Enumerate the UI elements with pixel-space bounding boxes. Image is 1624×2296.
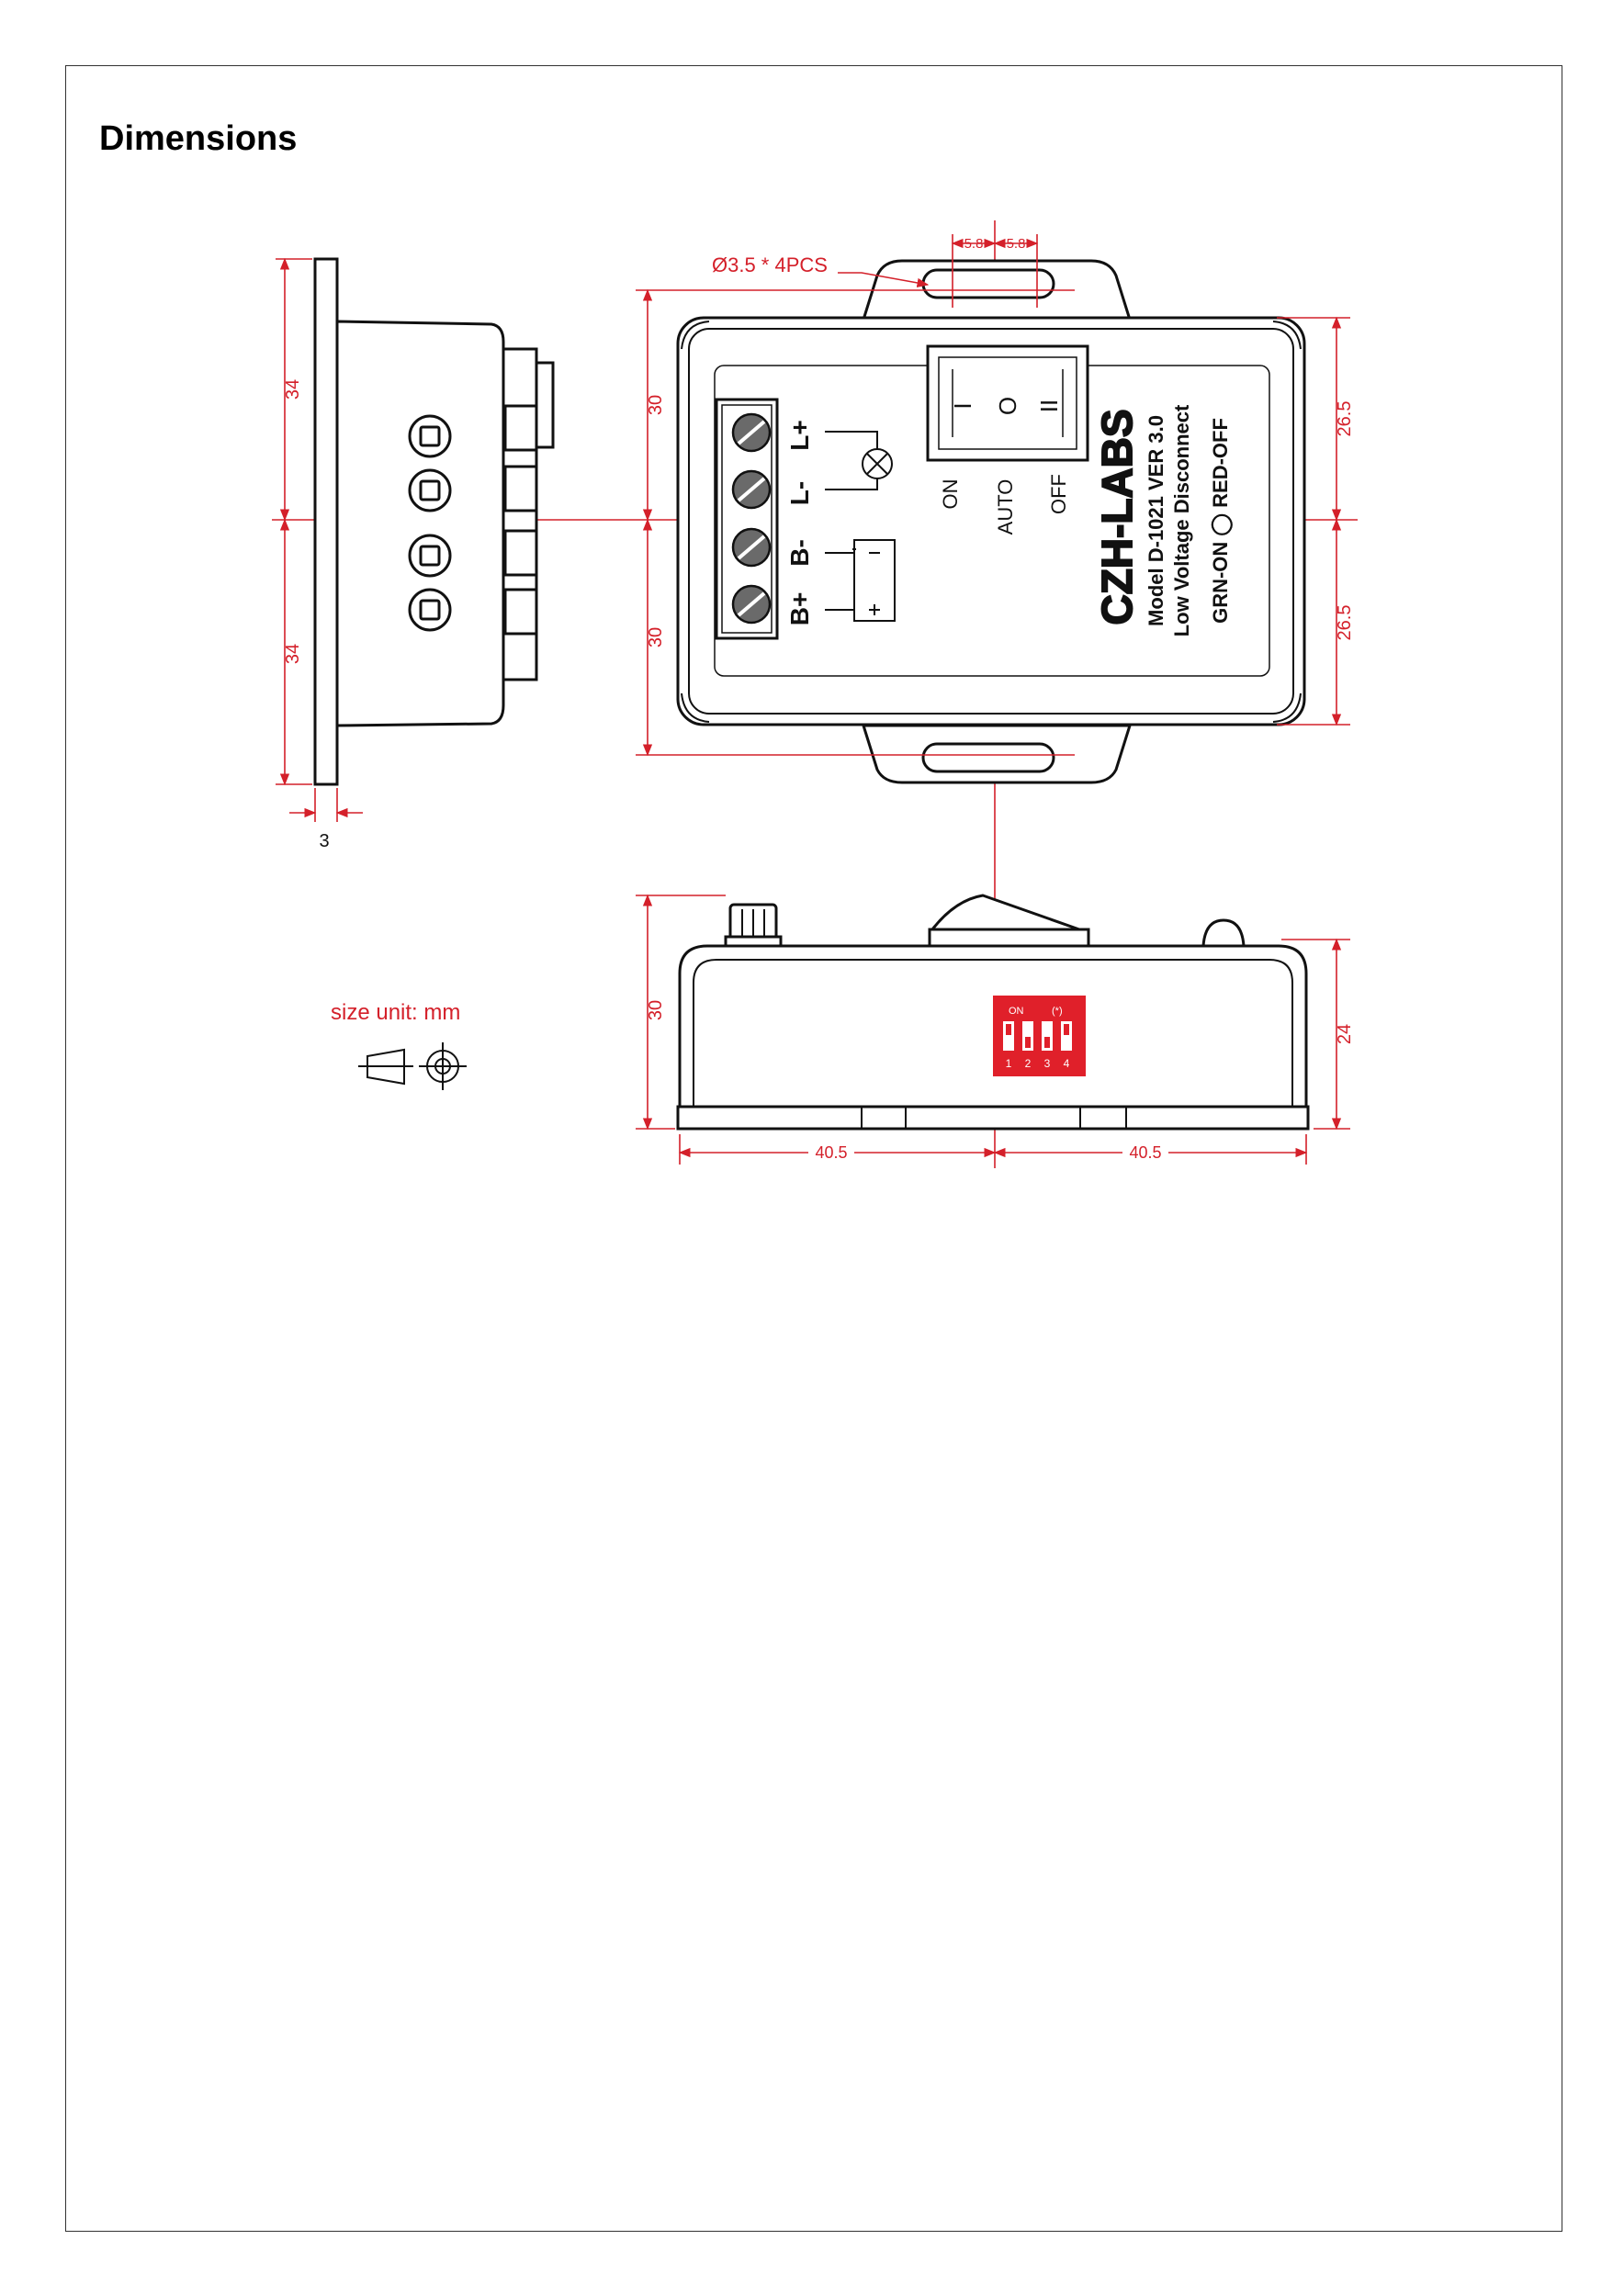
switch-label-on: ON xyxy=(939,479,962,510)
corner-fillets xyxy=(681,321,1302,723)
front-dim-upper: 30 xyxy=(646,395,666,415)
switch-sym-right: II xyxy=(1035,400,1063,412)
rocker-switch xyxy=(926,344,1089,462)
dip-num-1: 1 xyxy=(1006,1057,1012,1070)
terminal-b-plus: B+ xyxy=(785,592,814,626)
terminal-b-minus: B- xyxy=(785,539,814,567)
side-screw-blocks xyxy=(503,404,538,636)
bottom-view: ON (*) 1 2 3 4 40.5 40.5 30 24 xyxy=(636,894,1355,1165)
dip-num-3: 3 xyxy=(1044,1057,1051,1070)
terminal-block xyxy=(715,398,779,640)
unit-text: size unit: mm xyxy=(331,1000,460,1025)
dip-switch xyxy=(991,994,1088,1078)
front-dim-lower: 30 xyxy=(646,627,666,647)
front-dim-right-lower: 26.5 xyxy=(1335,605,1355,641)
bottom-dim-height: 30 xyxy=(646,1000,666,1020)
side-terminal-circles xyxy=(408,414,452,632)
projection-symbol-icon xyxy=(358,1042,467,1090)
dip-num-2: 2 xyxy=(1025,1057,1032,1070)
bottom-dim-right: 24 xyxy=(1335,1024,1355,1044)
front-view: B+ B- L- L+ I O II O xyxy=(636,234,1355,784)
switch-label-off: OFF xyxy=(1047,474,1070,514)
dip-star-label: (*) xyxy=(1052,1006,1063,1017)
led-status-text: GRN-ON ◯ RED-OFF xyxy=(1209,418,1233,624)
product-name-text: Low Voltage Disconnect xyxy=(1170,404,1193,636)
front-dim-right-upper: 26.5 xyxy=(1335,401,1355,437)
switch-label-auto: AUTO xyxy=(994,479,1017,535)
page-title: Dimensions xyxy=(99,119,298,158)
switch-sym-mid: O xyxy=(994,397,1021,415)
side-dim-thickness: 3 xyxy=(319,831,329,851)
bottom-dim-right-width: 40.5 xyxy=(1129,1143,1161,1162)
switch-sym-left: I xyxy=(949,402,976,409)
side-view: 34 34 3 xyxy=(276,257,555,851)
lamp-icon xyxy=(825,431,893,490)
brand-logo-text: CZH-LABS xyxy=(1093,409,1141,625)
page-frame xyxy=(65,65,1562,2232)
terminal-l-plus: L+ xyxy=(785,420,814,450)
model-text: Model D-1021 VER 3.0 xyxy=(1145,415,1167,626)
unit-legend: size unit: mm xyxy=(331,1000,467,1090)
dip-on-label: ON xyxy=(1009,1006,1024,1017)
slot-dim-left: 5.8 xyxy=(964,236,984,252)
slot-dim-right: 5.8 xyxy=(1007,236,1026,252)
side-dim-bottom: 34 xyxy=(283,644,303,664)
terminal-l-minus: L- xyxy=(785,481,814,505)
bottom-dim-left-width: 40.5 xyxy=(815,1143,847,1162)
battery-icon xyxy=(825,539,896,622)
hole-spec: Ø3.5 * 4PCS xyxy=(712,253,828,276)
dip-num-4: 4 xyxy=(1064,1057,1070,1070)
side-dim-top: 34 xyxy=(283,379,303,400)
